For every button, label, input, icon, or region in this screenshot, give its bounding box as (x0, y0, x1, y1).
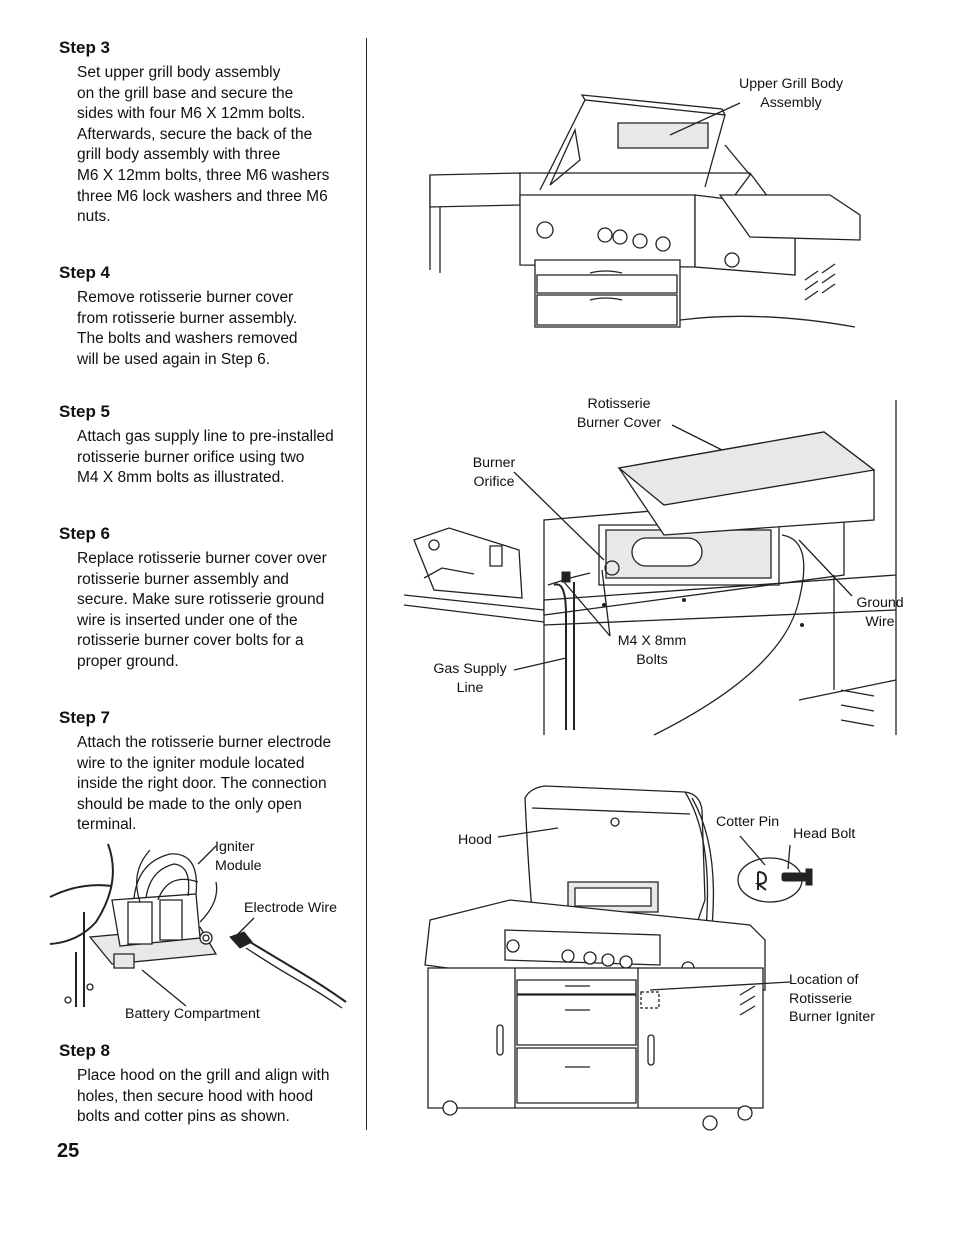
igniter-module-illustration (50, 842, 350, 1012)
upper-grill-body-illustration (420, 95, 860, 335)
burner-orifice-label: Burner Orifice (472, 455, 516, 490)
step-7-title: Step 7 (59, 708, 111, 727)
step-8-title: Step 8 (59, 1041, 111, 1060)
rotisserie-burner-cover-label: Rotisserie Burner Cover (576, 396, 662, 431)
rotisserie-burner-illustration (404, 400, 898, 735)
step-4-title: Step 4 (59, 263, 111, 282)
igniter-module-label: Igniter Module (215, 839, 262, 874)
cotter-pin-label: Cotter Pin (716, 814, 780, 830)
step-4-body: Remove rotisserie burner cover from roti… (77, 289, 298, 368)
step-3-body: Set upper grill body assembly on the gri… (77, 64, 330, 226)
step-6-body: Replace rotisserie burner cover over rot… (77, 550, 327, 670)
step-8-body: Place hood on the grill and align with h… (77, 1067, 330, 1126)
instructions-column: Step 3 Set upper grill body assembly on … (0, 0, 366, 1235)
page-number: 25 (57, 1140, 80, 1162)
electrode-wire-label: Electrode Wire (244, 900, 338, 916)
hood-installation-illustration (420, 780, 770, 1140)
column-divider (366, 38, 367, 1130)
step-6-title: Step 6 (59, 524, 111, 543)
head-bolt-label: Head Bolt (793, 826, 856, 842)
igniter-location-label: Location of Rotisserie Burner Igniter (789, 972, 875, 1025)
ground-wire-label: Ground Wire (856, 595, 904, 630)
m4-bolts-label: M4 X 8mm Bolts (617, 633, 687, 668)
battery-compartment-label: Battery Compartment (125, 1006, 260, 1022)
step-3-title: Step 3 (59, 38, 111, 57)
step-5-title: Step 5 (59, 402, 111, 421)
hood-label: Hood (458, 832, 492, 848)
upper-grill-body-assembly-label: Upper Grill Body Assembly (738, 76, 844, 111)
gas-supply-line-label: Gas Supply Line (433, 661, 507, 696)
step-5-body: Attach gas supply line to pre-installed … (77, 428, 334, 487)
step-7-body: Attach the rotisserie burner electrode w… (77, 734, 332, 834)
